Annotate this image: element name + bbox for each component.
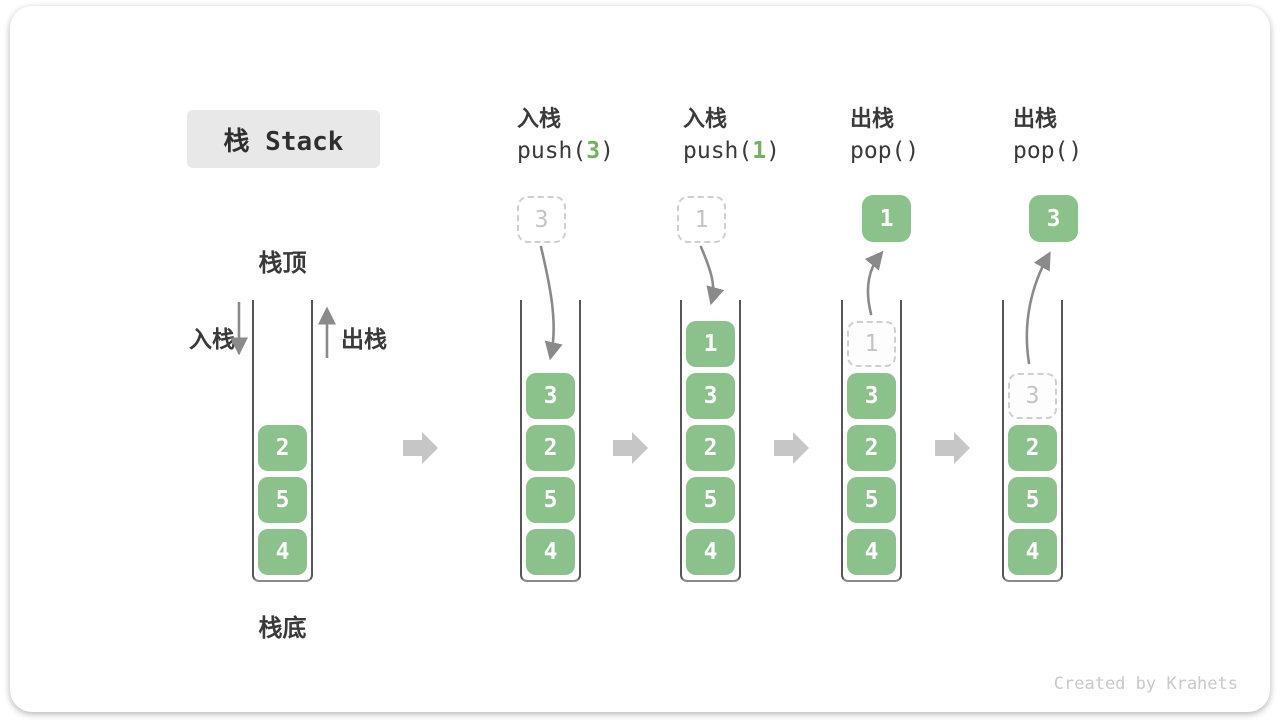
- stack-cell: 4: [1008, 529, 1057, 575]
- stack-cell: 2: [847, 425, 896, 471]
- transition-arrow-icon: [403, 432, 438, 464]
- stack-cell: 2: [686, 425, 735, 471]
- stack-cell: 2: [258, 425, 307, 471]
- stack-container-pop-1: 1 3 2 5 4: [841, 300, 902, 582]
- op-arg: 3: [586, 138, 601, 164]
- diagram-title: 栈 Stack: [187, 110, 380, 168]
- transition-arrow-icon: [774, 432, 809, 464]
- stack-cell: 5: [847, 477, 896, 523]
- stack-cell-dashed: 1: [847, 321, 896, 367]
- stack-cell-dashed: 3: [1008, 373, 1057, 419]
- pop-side-label: 出栈: [341, 326, 387, 352]
- push-side-label: 入栈: [189, 326, 235, 352]
- op-label-push-3: 入栈 push(3): [517, 106, 614, 164]
- floating-box-popped-3: 3: [1029, 195, 1078, 242]
- stack-cell: 3: [686, 373, 735, 419]
- stack-cell: 4: [686, 529, 735, 575]
- stack-cell: 4: [258, 529, 307, 575]
- transition-arrow-icon: [935, 432, 970, 464]
- stack-top-label: 栈顶: [258, 250, 307, 277]
- stack-cell: 3: [847, 373, 896, 419]
- op-label-pop-3: 出栈 pop(): [1013, 106, 1083, 164]
- stack-container-after-push-3: 3 2 5 4: [520, 300, 581, 582]
- stack-cell: 2: [526, 425, 575, 471]
- stack-cell: 5: [258, 477, 307, 523]
- stack-container-pop-3: 3 2 5 4: [1002, 300, 1063, 582]
- floating-box-push-3: 3: [517, 196, 566, 243]
- stack-cell: 5: [526, 477, 575, 523]
- stack-bottom-label: 栈底: [258, 615, 307, 642]
- stack-cell: 5: [1008, 477, 1057, 523]
- op-label-pop-1: 出栈 pop(): [850, 106, 920, 164]
- stack-cell: 2: [1008, 425, 1057, 471]
- op-label-push-1: 入栈 push(1): [683, 106, 780, 164]
- watermark: Created by Krahets: [1053, 674, 1238, 694]
- stack-cell: 4: [526, 529, 575, 575]
- stack-cell: 4: [847, 529, 896, 575]
- stack-container-after-push-1: 1 3 2 5 4: [680, 300, 741, 582]
- floating-box-push-1: 1: [677, 196, 726, 243]
- stack-cell: 3: [526, 373, 575, 419]
- transition-arrow-icon: [613, 432, 648, 464]
- stack-cell: 5: [686, 477, 735, 523]
- floating-box-popped-1: 1: [862, 195, 911, 242]
- op-arg: 1: [752, 138, 767, 164]
- stack-container-initial: 2 5 4: [252, 300, 313, 582]
- stack-cell: 1: [686, 321, 735, 367]
